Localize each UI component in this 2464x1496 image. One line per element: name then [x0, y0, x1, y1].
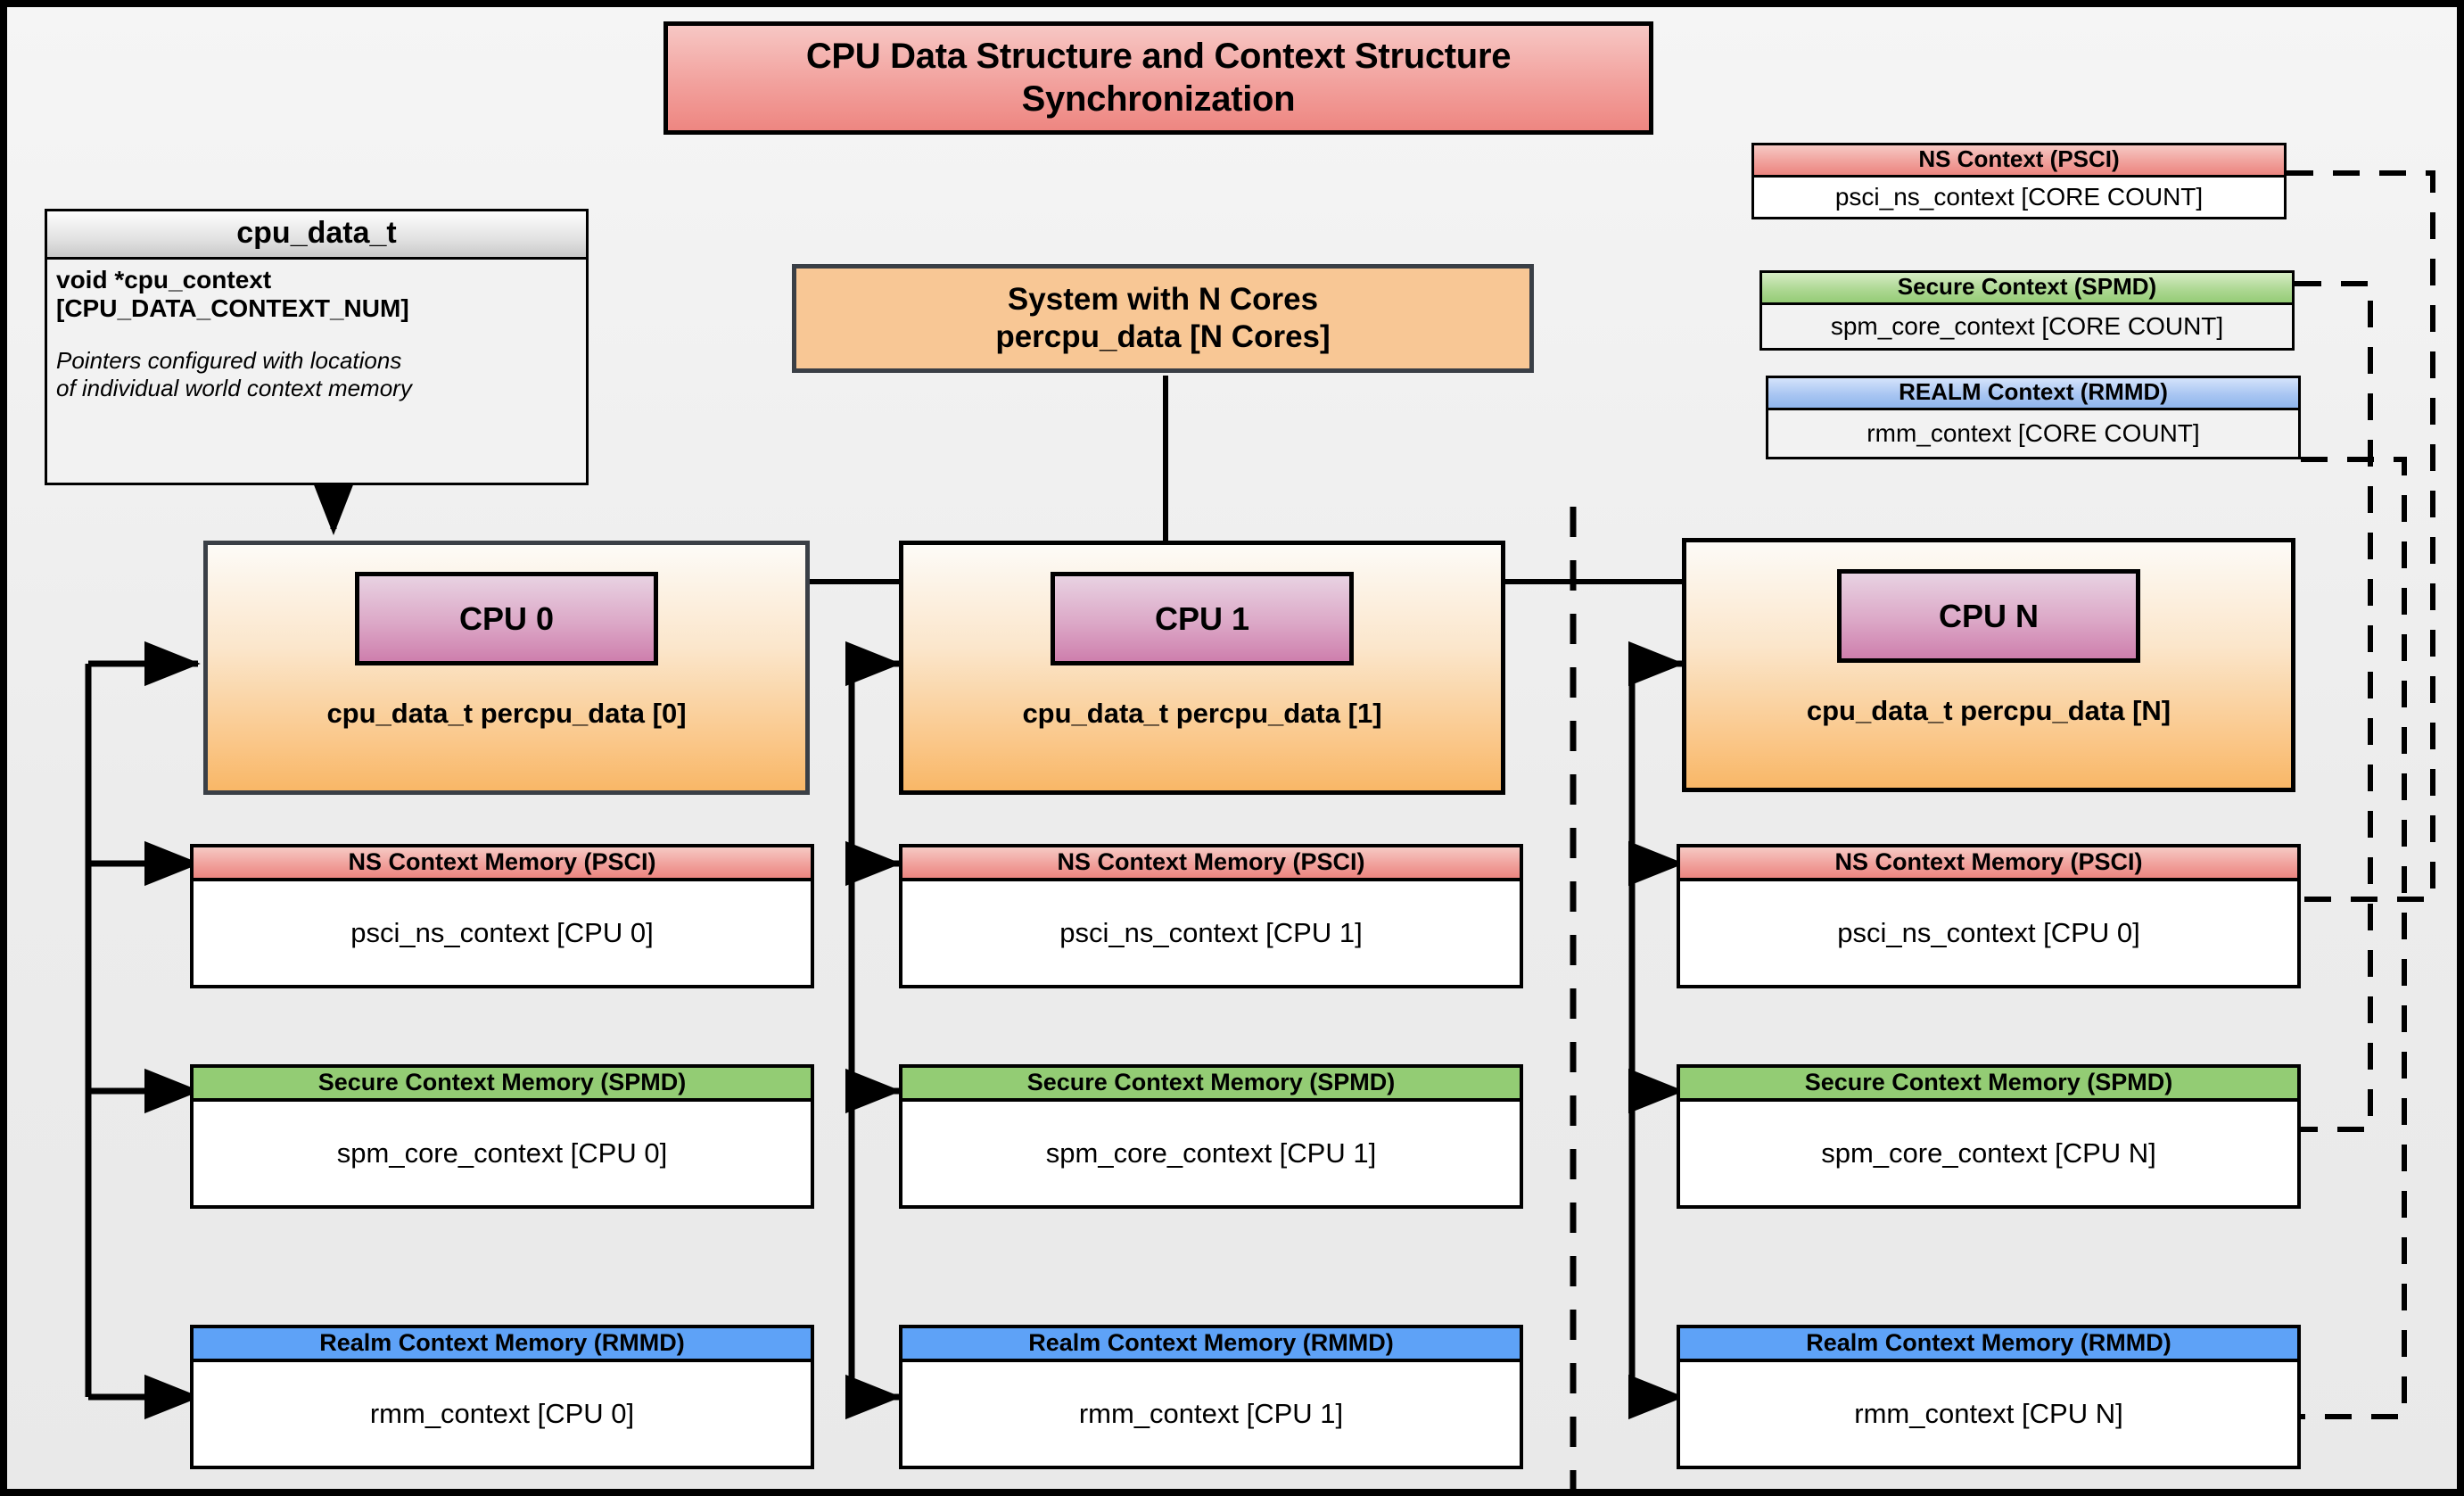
page-title: CPU Data Structure and Context Structure…: [663, 21, 1653, 135]
cpu1-realm-context-memory: Realm Context Memory (RMMD) rmm_context …: [899, 1325, 1523, 1469]
cpun-caption: cpu_data_t percpu_data [N]: [1806, 695, 2171, 726]
cpun-realm-context-memory-body: rmm_context [CPU N]: [1680, 1362, 2297, 1466]
cpun-chip: CPU N: [1837, 569, 2140, 663]
system-node: System with N Cores percpu_data [N Cores…: [792, 264, 1534, 373]
legend-realm-context-header: REALM Context (RMMD): [1768, 378, 2298, 411]
cpu0-caption: cpu_data_t percpu_data [0]: [326, 698, 687, 729]
cpu1-chip: CPU 1: [1051, 572, 1354, 665]
cpun-secure-context-memory-body: spm_core_context [CPU N]: [1680, 1102, 2297, 1205]
cpu-data-t-struct: cpu_data_t void *cpu_context [CPU_DATA_C…: [45, 209, 589, 485]
cpu0-secure-context-memory-header: Secure Context Memory (SPMD): [194, 1068, 811, 1103]
cpu0-secure-context-memory-body: spm_core_context [CPU 0]: [194, 1102, 811, 1205]
cpun-ns-context-memory: NS Context Memory (PSCI) psci_ns_context…: [1677, 844, 2301, 988]
cpu1-ns-context-memory: NS Context Memory (PSCI) psci_ns_context…: [899, 844, 1523, 988]
diagram-surface: CPU Data Structure and Context Structure…: [7, 7, 2457, 1489]
legend-realm-context-body: rmm_context [CORE COUNT]: [1768, 410, 2298, 457]
cpu1-pointer-bus: [845, 641, 902, 1420]
legend-secure-context-header: Secure Context (SPMD): [1762, 273, 2292, 306]
page-title-text: CPU Data Structure and Context Structure…: [805, 37, 1512, 119]
cpun-ns-context-memory-header: NS Context Memory (PSCI): [1680, 847, 2297, 882]
system-line-2: percpu_data [N Cores]: [995, 319, 1331, 354]
cpu0-ns-context-memory: NS Context Memory (PSCI) psci_ns_context…: [190, 844, 814, 988]
legend-ns-context-body: psci_ns_context [CORE COUNT]: [1754, 178, 2284, 217]
cpu1-caption: cpu_data_t percpu_data [1]: [1022, 698, 1382, 729]
cpu0-realm-context-memory-body: rmm_context [CPU 0]: [194, 1362, 811, 1466]
cpu0-ns-context-memory-body: psci_ns_context [CPU 0]: [194, 881, 811, 985]
cpu-data-t-note-line1: Pointers configured with locations: [56, 346, 402, 374]
cpu1-card: CPU 1 cpu_data_t percpu_data [1]: [899, 541, 1505, 795]
cpu0-realm-context-memory: Realm Context Memory (RMMD) rmm_context …: [190, 1325, 814, 1469]
cpu1-realm-context-memory-body: rmm_context [CPU 1]: [902, 1362, 1520, 1466]
cpu1-ns-context-memory-body: psci_ns_context [CPU 1]: [902, 881, 1520, 985]
legend-secure-context-body: spm_core_context [CORE COUNT]: [1762, 305, 2292, 348]
legend-realm-context: REALM Context (RMMD) rmm_context [CORE C…: [1766, 376, 2301, 459]
cpu-context-attr-line1: void *cpu_context: [56, 266, 272, 293]
cpun-card: CPU N cpu_data_t percpu_data [N]: [1682, 538, 2295, 792]
cpu0-chip: CPU 0: [355, 572, 658, 665]
legend-secure-context: Secure Context (SPMD) spm_core_context […: [1759, 270, 2295, 351]
cpun-realm-context-memory: Realm Context Memory (RMMD) rmm_context …: [1677, 1325, 2301, 1469]
cpun-pointer-bus: [1628, 641, 1685, 1420]
cpu-context-attr-line2: [CPU_DATA_CONTEXT_NUM]: [56, 294, 409, 323]
cpu-data-t-note-line2: of individual world context memory: [56, 375, 412, 402]
legend-ns-link: [2287, 170, 2435, 902]
cpu1-secure-context-memory: Secure Context Memory (SPMD) spm_core_co…: [899, 1064, 1523, 1209]
legend-secure-link: [2295, 281, 2373, 1132]
cpu0-card: CPU 0 cpu_data_t percpu_data [0]: [203, 541, 810, 795]
cpun-secure-context-memory: Secure Context Memory (SPMD) spm_core_co…: [1677, 1064, 2301, 1209]
cpun-ns-context-memory-body: psci_ns_context [CPU 0]: [1680, 881, 2297, 985]
legend-ns-context: NS Context (PSCI) psci_ns_context [CORE …: [1751, 143, 2287, 219]
cpu0-secure-context-memory: Secure Context Memory (SPMD) spm_core_co…: [190, 1064, 814, 1209]
cpu1-realm-context-memory-header: Realm Context Memory (RMMD): [902, 1328, 1520, 1363]
legend-realm-link: [2295, 457, 2407, 1419]
cpu1-ns-context-memory-header: NS Context Memory (PSCI): [902, 847, 1520, 882]
cpu0-pointer-bus: [85, 641, 201, 1420]
cpun-realm-context-memory-header: Realm Context Memory (RMMD): [1680, 1328, 2297, 1363]
cpu-data-t-struct-body: void *cpu_context [CPU_DATA_CONTEXT_NUM]…: [47, 260, 586, 483]
cpun-secure-context-memory-header: Secure Context Memory (SPMD): [1680, 1068, 2297, 1103]
cpu1-secure-context-memory-body: spm_core_context [CPU 1]: [902, 1102, 1520, 1205]
cpu0-realm-context-memory-header: Realm Context Memory (RMMD): [194, 1328, 811, 1363]
system-line-1: System with N Cores: [1007, 282, 1319, 317]
cpu1-secure-context-memory-header: Secure Context Memory (SPMD): [902, 1068, 1520, 1103]
cpu-data-t-struct-title: cpu_data_t: [47, 211, 586, 260]
system-node-text: System with N Cores percpu_data [N Cores…: [995, 281, 1330, 356]
legend-ns-context-header: NS Context (PSCI): [1754, 145, 2284, 178]
cpu0-ns-context-memory-header: NS Context Memory (PSCI): [194, 847, 811, 882]
